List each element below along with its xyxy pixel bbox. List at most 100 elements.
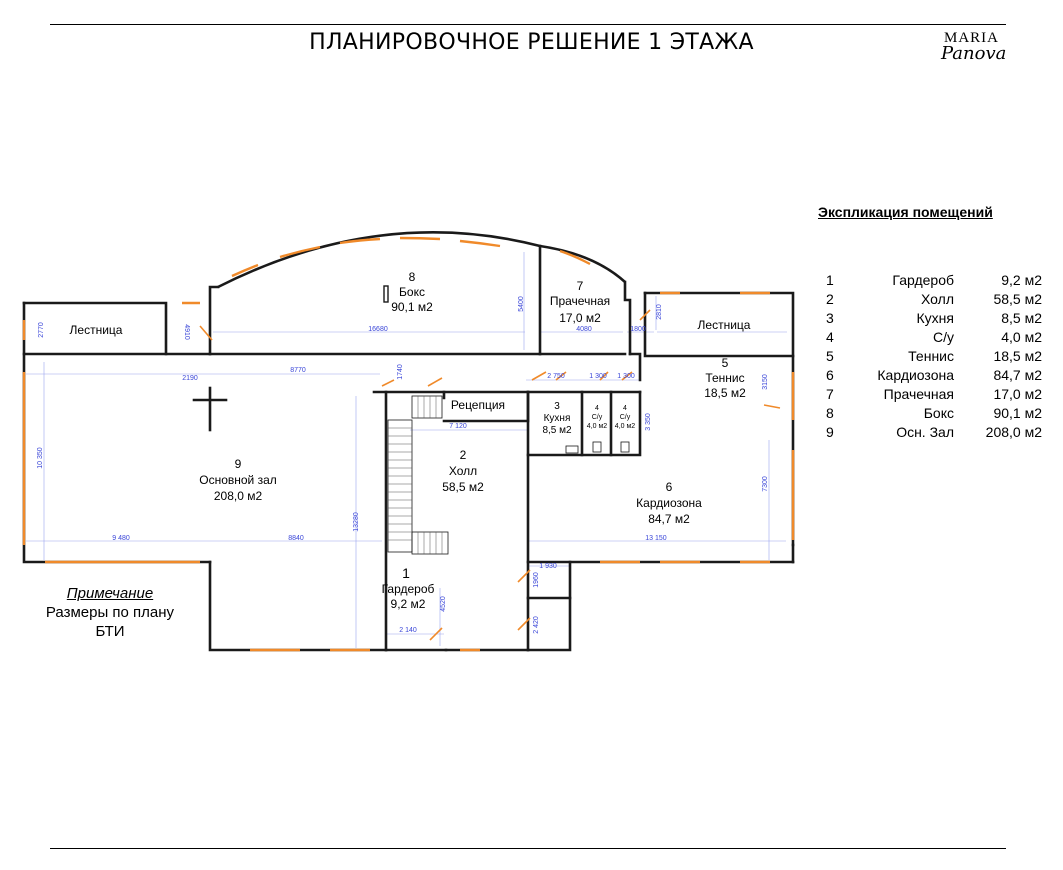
row-name: Кардиозона [877, 367, 954, 383]
room-cardio-name: Кардиозона [636, 496, 702, 510]
row-name: Бокс [923, 405, 954, 421]
stair-landing [411, 395, 443, 419]
wall-entry [526, 560, 572, 652]
room-wc2-number: 4 [623, 405, 627, 412]
door [599, 371, 609, 381]
row-name: С/у [933, 329, 954, 345]
toilet-icon [592, 441, 602, 453]
room-main-name: Основной зал [199, 473, 277, 487]
room-wc1-name: С/у [592, 414, 603, 421]
row-number: 3 [826, 310, 834, 326]
explication-title: Экспликация помещений [818, 204, 993, 220]
wall-reception [372, 390, 446, 400]
room-wc2-name: С/у [620, 414, 631, 421]
staircase [387, 395, 449, 555]
window-arc [279, 245, 321, 259]
dim-label: 4520 [440, 596, 447, 612]
wall-box-left [208, 285, 220, 356]
wall-laundry-right [623, 280, 632, 356]
doors [199, 309, 781, 641]
brand-logo: MARIA Panova [941, 30, 1024, 64]
room-wardrobe-area: 9,2 м2 [391, 597, 426, 611]
page-title: ПЛАНИРОВОЧНОЕ РЕШЕНИЕ 1 ЭТАЖА [309, 30, 754, 55]
dim-label: 1740 [397, 364, 404, 380]
room-wc2-area: 4,0 м2 [615, 423, 635, 430]
row-name: Теннис [908, 348, 954, 364]
dim-label: 7300 [762, 476, 769, 492]
toilet-icon [620, 441, 630, 453]
wall-main-bottom [208, 560, 388, 652]
door [621, 371, 633, 381]
door [517, 617, 531, 631]
dim-label: 7 120 [449, 423, 467, 430]
room-laundry-area: 17,0 м2 [559, 311, 601, 325]
row-area: 58,5 м2 [993, 291, 1042, 307]
dimension-lines [26, 252, 787, 648]
row-area: 84,7 м2 [993, 367, 1042, 383]
dim-label: 10 350 [37, 447, 44, 469]
room-hall-number: 2 [460, 448, 467, 462]
room-main-number: 9 [235, 457, 242, 471]
door [429, 627, 443, 641]
plan-note: Примечание Размеры по плану БТИ [20, 584, 200, 641]
windows [22, 236, 795, 652]
room-wc1-number: 4 [595, 405, 599, 412]
row-area: 208,0 м2 [985, 424, 1042, 440]
door [427, 377, 443, 387]
logo-line-2: Panova [941, 43, 1007, 64]
note-line-1: Размеры по плану [45, 604, 175, 621]
logo-line-1: MARIA [944, 30, 1000, 46]
row-number: 1 [826, 272, 834, 288]
room-tennis-area: 18,5 м2 [704, 386, 746, 400]
wall-reception-counter [442, 390, 530, 423]
dim-label: 2 750 [547, 373, 565, 380]
room-laundry-name: Прачечная [550, 294, 610, 308]
room-cardio-area: 84,7 м2 [648, 512, 690, 526]
window-arc [339, 237, 381, 245]
dim-label: 4910 [183, 324, 190, 340]
room-hall-area: 58,5 м2 [442, 480, 484, 494]
door [531, 371, 547, 381]
sink-icon [565, 445, 579, 454]
room-stair-left: Лестница [70, 323, 123, 337]
room-tennis-number: 5 [722, 356, 729, 370]
dim-label: 4080 [576, 326, 592, 333]
fixtures [565, 441, 630, 454]
room-hall-name: Холл [449, 464, 477, 478]
row-name: Холл [921, 291, 954, 307]
top-rule [50, 24, 1006, 25]
wall-laundry-arc [539, 244, 626, 283]
dim-label: 3 350 [645, 413, 652, 431]
room-wardrobe-name: Гардероб [382, 582, 435, 596]
door [199, 325, 213, 341]
row-number: 2 [826, 291, 834, 307]
wall-kitchen-wc [526, 390, 642, 457]
dim-label: 9 480 [112, 535, 130, 542]
row-number: 4 [826, 329, 834, 345]
dim-label: 1 300 [617, 373, 635, 380]
row-area: 17,0 м2 [993, 386, 1042, 402]
row-area: 18,5 м2 [993, 348, 1042, 364]
dim-label: 13 150 [645, 535, 667, 542]
room-wc1-area: 4,0 м2 [587, 423, 607, 430]
room-box-area: 90,1 м2 [391, 300, 433, 314]
dim-label: 8770 [290, 367, 306, 374]
bottom-rule [50, 848, 1006, 849]
dimension-labels: 16680 5400 4080 1800 2810 2770 4910 2190… [37, 296, 769, 634]
door [639, 309, 651, 321]
row-name: Кухня [916, 310, 954, 326]
room-kitchen-area: 8,5 м2 [542, 425, 572, 436]
row-number: 9 [826, 424, 834, 440]
stair-steps [388, 396, 443, 554]
room-tennis-name: Теннис [705, 371, 744, 385]
room-labels: Лестница Лестница 8 Бокс 90,1 м2 7 Праче… [70, 270, 751, 611]
dim-label: 13280 [353, 512, 360, 532]
window-arc [459, 239, 501, 248]
dim-label: 1 930 [539, 563, 557, 570]
